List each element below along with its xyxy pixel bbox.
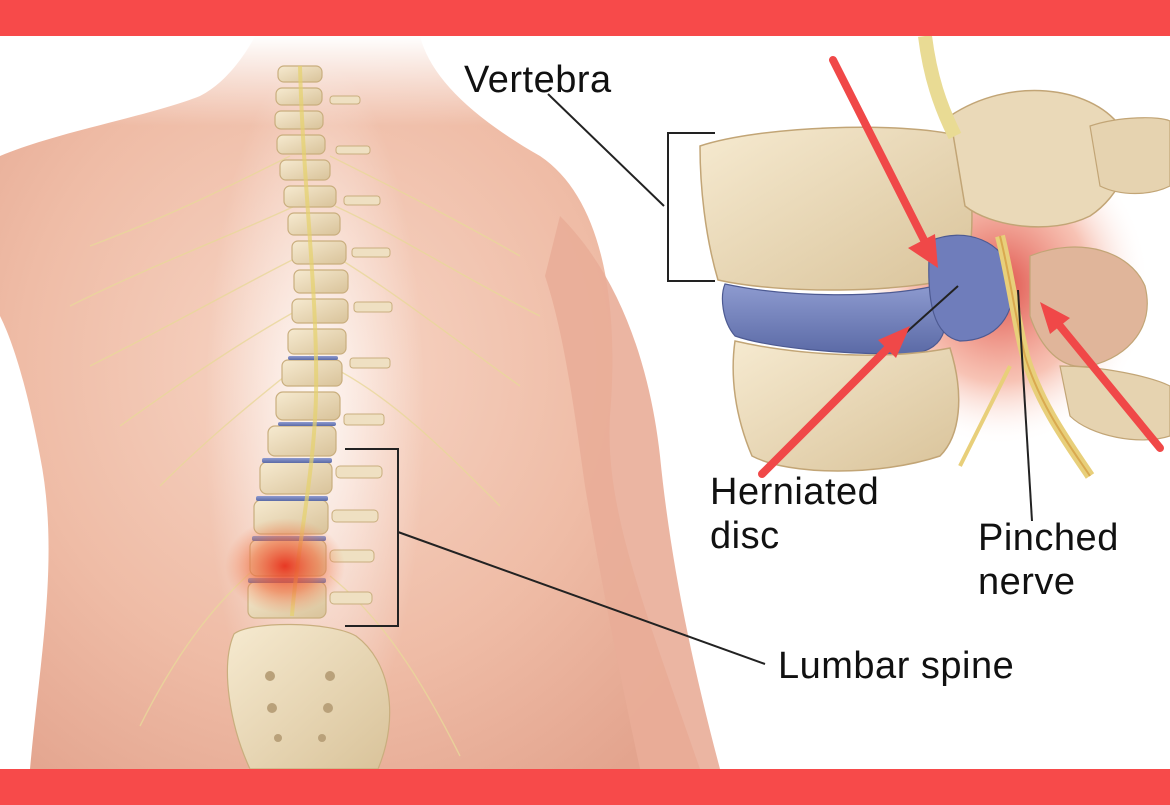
lumbar-bracket [345, 448, 399, 627]
leader-lines [397, 93, 1033, 665]
arrows [758, 56, 1164, 478]
bottom-frame-bar [0, 769, 1170, 805]
label-herniated-disc-line-2: disc [710, 515, 780, 557]
label-herniated-disc-line-1: Herniated [710, 471, 880, 513]
label-pinched-nerve: Pinched nerve [978, 516, 1119, 604]
top-frame-bar [0, 0, 1170, 36]
label-vertebra: Vertebra [464, 58, 612, 102]
illustration-canvas: Vertebra Herniated disc Pinched nerve Lu… [0, 36, 1170, 769]
label-vertebra-text: Vertebra [464, 59, 612, 101]
label-pinched-nerve-line-2: nerve [978, 561, 1076, 603]
spine-column [225, 65, 393, 769]
label-lumbar-spine: Lumbar spine [778, 644, 1014, 688]
vertebra-bracket [667, 132, 715, 282]
label-pinched-nerve-line-1: Pinched [978, 517, 1119, 559]
anatomy-illustration [0, 36, 1170, 769]
label-herniated-disc: Herniated disc [710, 470, 879, 558]
torso [0, 36, 720, 769]
label-lumbar-spine-text: Lumbar spine [778, 645, 1015, 687]
